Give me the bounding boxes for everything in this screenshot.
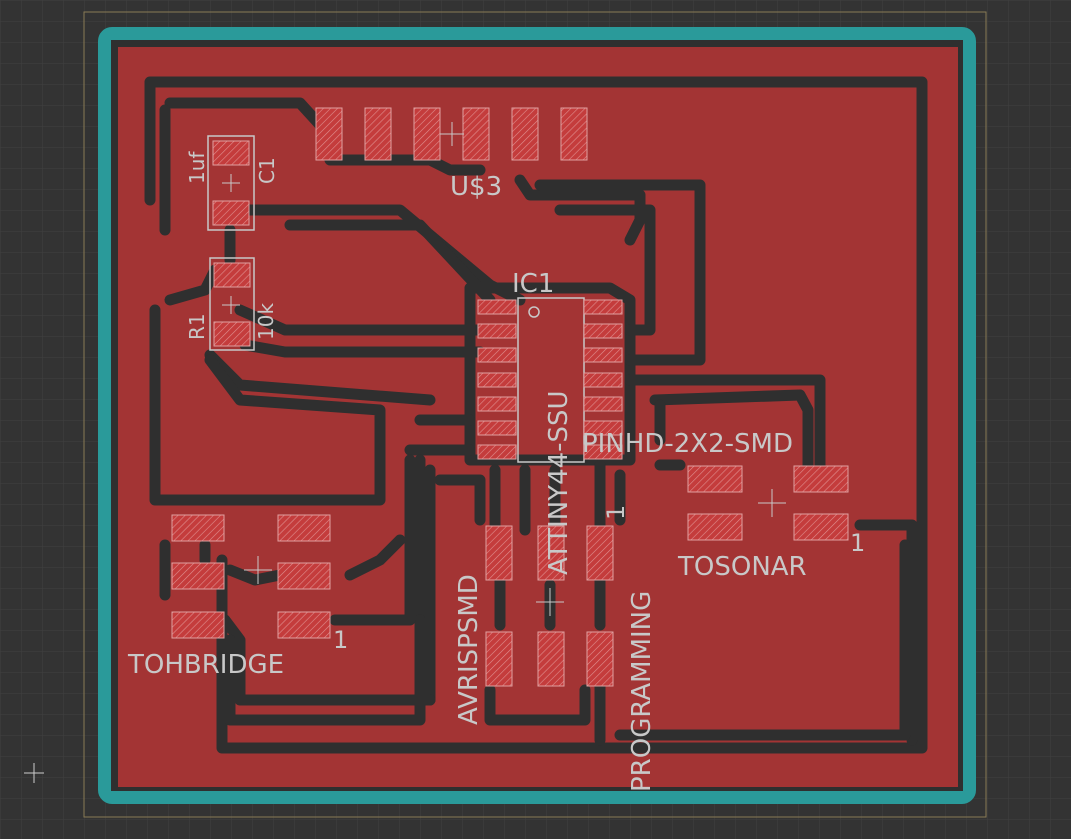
us3-name-label: U$3 — [450, 172, 502, 202]
isolation-paths — [144, 76, 928, 754]
ic1-name-label: IC1 — [512, 269, 554, 299]
drawing-frame — [83, 11, 987, 818]
avrisp-pin-label: 1 — [602, 505, 630, 520]
r1-value-label: 10k — [254, 303, 278, 340]
us3-pad — [413, 107, 441, 161]
us3-pad — [364, 107, 392, 161]
avrisp-name-label: AVRISPSMD — [454, 574, 484, 725]
tohbridge-pin-label: 1 — [333, 626, 348, 654]
c1-value-label: 1uf — [185, 151, 209, 184]
us3-pad — [462, 107, 490, 161]
tosonar-pin-label: 1 — [850, 529, 865, 557]
r1-pad — [213, 262, 251, 288]
tohbridge-name-label: TOHBRIDGE — [127, 650, 284, 680]
r1-pad — [213, 321, 251, 347]
tosonar-name-label: TOSONAR — [677, 552, 807, 582]
programming-label: PROGRAMMING — [627, 591, 657, 792]
c1-pad — [212, 140, 250, 166]
part-origin-icons — [222, 122, 786, 616]
r1-name-label: R1 — [185, 313, 209, 340]
ic1-value-label: ATTINY44-SSU — [544, 390, 574, 575]
us3-pad — [315, 107, 343, 161]
origin-crosshair-icon — [24, 763, 44, 783]
c1-name-label: C1 — [255, 157, 279, 184]
us3-pad — [560, 107, 588, 161]
pads — [171, 107, 849, 687]
c1-pad — [212, 200, 250, 226]
us3-pad — [511, 107, 539, 161]
pinhd-value-label: PINHD-2X2-SMD — [582, 429, 793, 459]
